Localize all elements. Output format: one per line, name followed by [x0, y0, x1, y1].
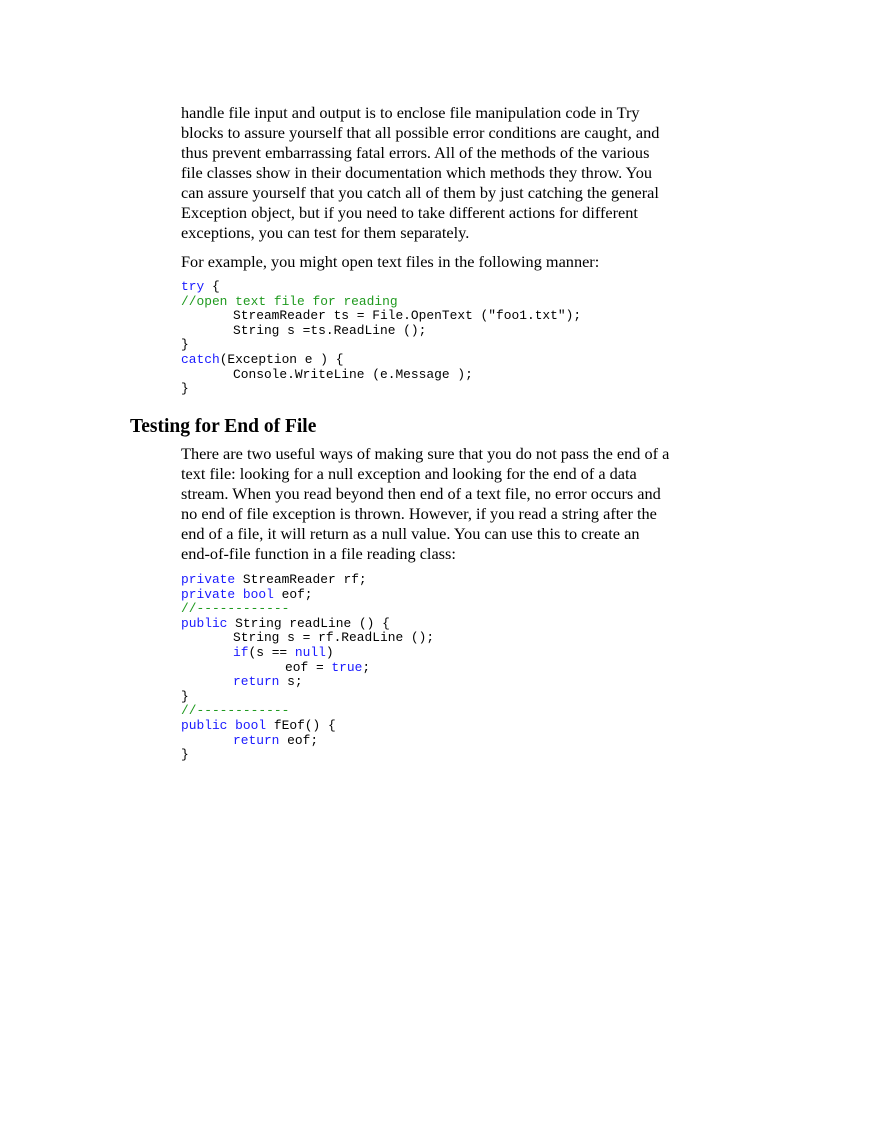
code-line: }	[181, 747, 434, 763]
eof-paragraph: There are two useful ways of making sure…	[181, 444, 669, 564]
code-text: StreamReader ts = File.OpenText ("foo1.t…	[233, 308, 582, 324]
paragraph-line: no end of file exception is thrown. Howe…	[181, 504, 657, 523]
code-line: return eof;	[181, 732, 434, 749]
code-text: fEof() {	[266, 717, 336, 733]
paragraph-line: text file: looking for a null exception …	[181, 464, 637, 483]
code-line: return s;	[181, 674, 434, 690]
code-comment: //open text file for reading	[181, 293, 398, 309]
code-line: if(s == null)	[181, 644, 434, 661]
code-keyword: public	[181, 717, 228, 733]
code-line: eof = true;	[181, 659, 434, 676]
code-text: (Exception e ) {	[219, 351, 344, 367]
code-text: }	[181, 337, 189, 353]
code-keyword: true	[331, 659, 363, 675]
paragraph-line: stream. When you read beyond then end of…	[181, 484, 661, 503]
code-line: String s =ts.ReadLine ();	[181, 322, 581, 339]
example-intro-text: For example, you might open text files i…	[181, 252, 600, 271]
paragraph-line: Exception object, but if you need to tak…	[181, 203, 638, 222]
code-comment: //------------	[181, 601, 290, 617]
code-line: catch(Exception e ) {	[181, 351, 581, 368]
intro-paragraph: handle file input and output is to enclo…	[181, 103, 659, 243]
code-text: }	[181, 381, 189, 397]
code-text: eof =	[285, 659, 332, 675]
code-keyword: catch	[181, 351, 220, 367]
code-line: //open text file for reading	[181, 293, 581, 310]
code-text: {	[211, 279, 220, 294]
code-comment: //------------	[181, 703, 290, 719]
code-line: Console.WriteLine (e.Message );	[181, 366, 581, 383]
paragraph-line: exceptions, you can test for them separa…	[181, 223, 470, 242]
code-keyword: try	[181, 279, 205, 294]
code-text: String s =ts.ReadLine ();	[233, 322, 427, 338]
paragraph-line: There are two useful ways of making sure…	[181, 444, 670, 463]
code-line: private StreamReader rf;	[181, 572, 434, 588]
code-line: }	[181, 688, 434, 705]
paragraph-line: file classes show in their documentation…	[181, 163, 653, 182]
code-text: StreamReader rf;	[235, 572, 367, 587]
code-keyword: private	[181, 572, 236, 587]
code-keyword: return	[233, 732, 280, 748]
code-text: ;	[362, 659, 371, 675]
code-keyword: private	[181, 586, 236, 602]
code-line: StreamReader ts = File.OpenText ("foo1.t…	[181, 308, 582, 324]
code-keyword: bool	[235, 717, 267, 733]
code-text: eof;	[279, 732, 319, 748]
code-line: //------------	[181, 704, 434, 719]
code-keyword: bool	[242, 586, 274, 602]
example-intro: For example, you might open text files i…	[181, 252, 599, 272]
code-keyword: return	[233, 674, 280, 690]
paragraph-line: can assure yourself that you catch all o…	[181, 183, 659, 202]
code-line: private bool eof;	[181, 586, 434, 603]
code-text: )	[325, 644, 334, 660]
code-line: public String readLine () {	[181, 615, 434, 632]
code-text: }	[181, 688, 189, 704]
code-text	[227, 718, 235, 733]
paragraph-line: blocks to assure yourself that all possi…	[181, 123, 660, 142]
code-text: (s ==	[248, 644, 295, 660]
code-line: String s = rf.ReadLine ();	[181, 631, 434, 646]
code-line: }	[181, 338, 581, 353]
code-line: try {	[181, 279, 581, 295]
paragraph-line: end-of-file function in a file reading c…	[181, 544, 456, 563]
code-text: Console.WriteLine (e.Message );	[233, 366, 473, 382]
code-text	[235, 587, 243, 602]
section-heading: Testing for End of File	[130, 416, 317, 437]
code-block-eof: private StreamReader rf;private bool eof…	[181, 572, 434, 763]
paragraph-line: end of a file, it will return as a null …	[181, 524, 640, 543]
paragraph-line: thus prevent embarrassing fatal errors. …	[181, 143, 650, 162]
code-text: s;	[279, 674, 303, 690]
paragraph-line: handle file input and output is to enclo…	[181, 103, 640, 122]
code-keyword: if	[233, 644, 249, 660]
code-text: String readLine () {	[227, 615, 390, 631]
code-text: }	[181, 747, 189, 763]
code-line: public bool fEof() {	[181, 717, 434, 734]
code-text: eof;	[273, 586, 313, 602]
code-line: //------------	[181, 601, 434, 617]
code-keyword: null	[294, 644, 326, 660]
code-line: }	[181, 381, 581, 397]
code-text: String s = rf.ReadLine ();	[233, 630, 435, 646]
code-keyword: public	[181, 615, 228, 631]
